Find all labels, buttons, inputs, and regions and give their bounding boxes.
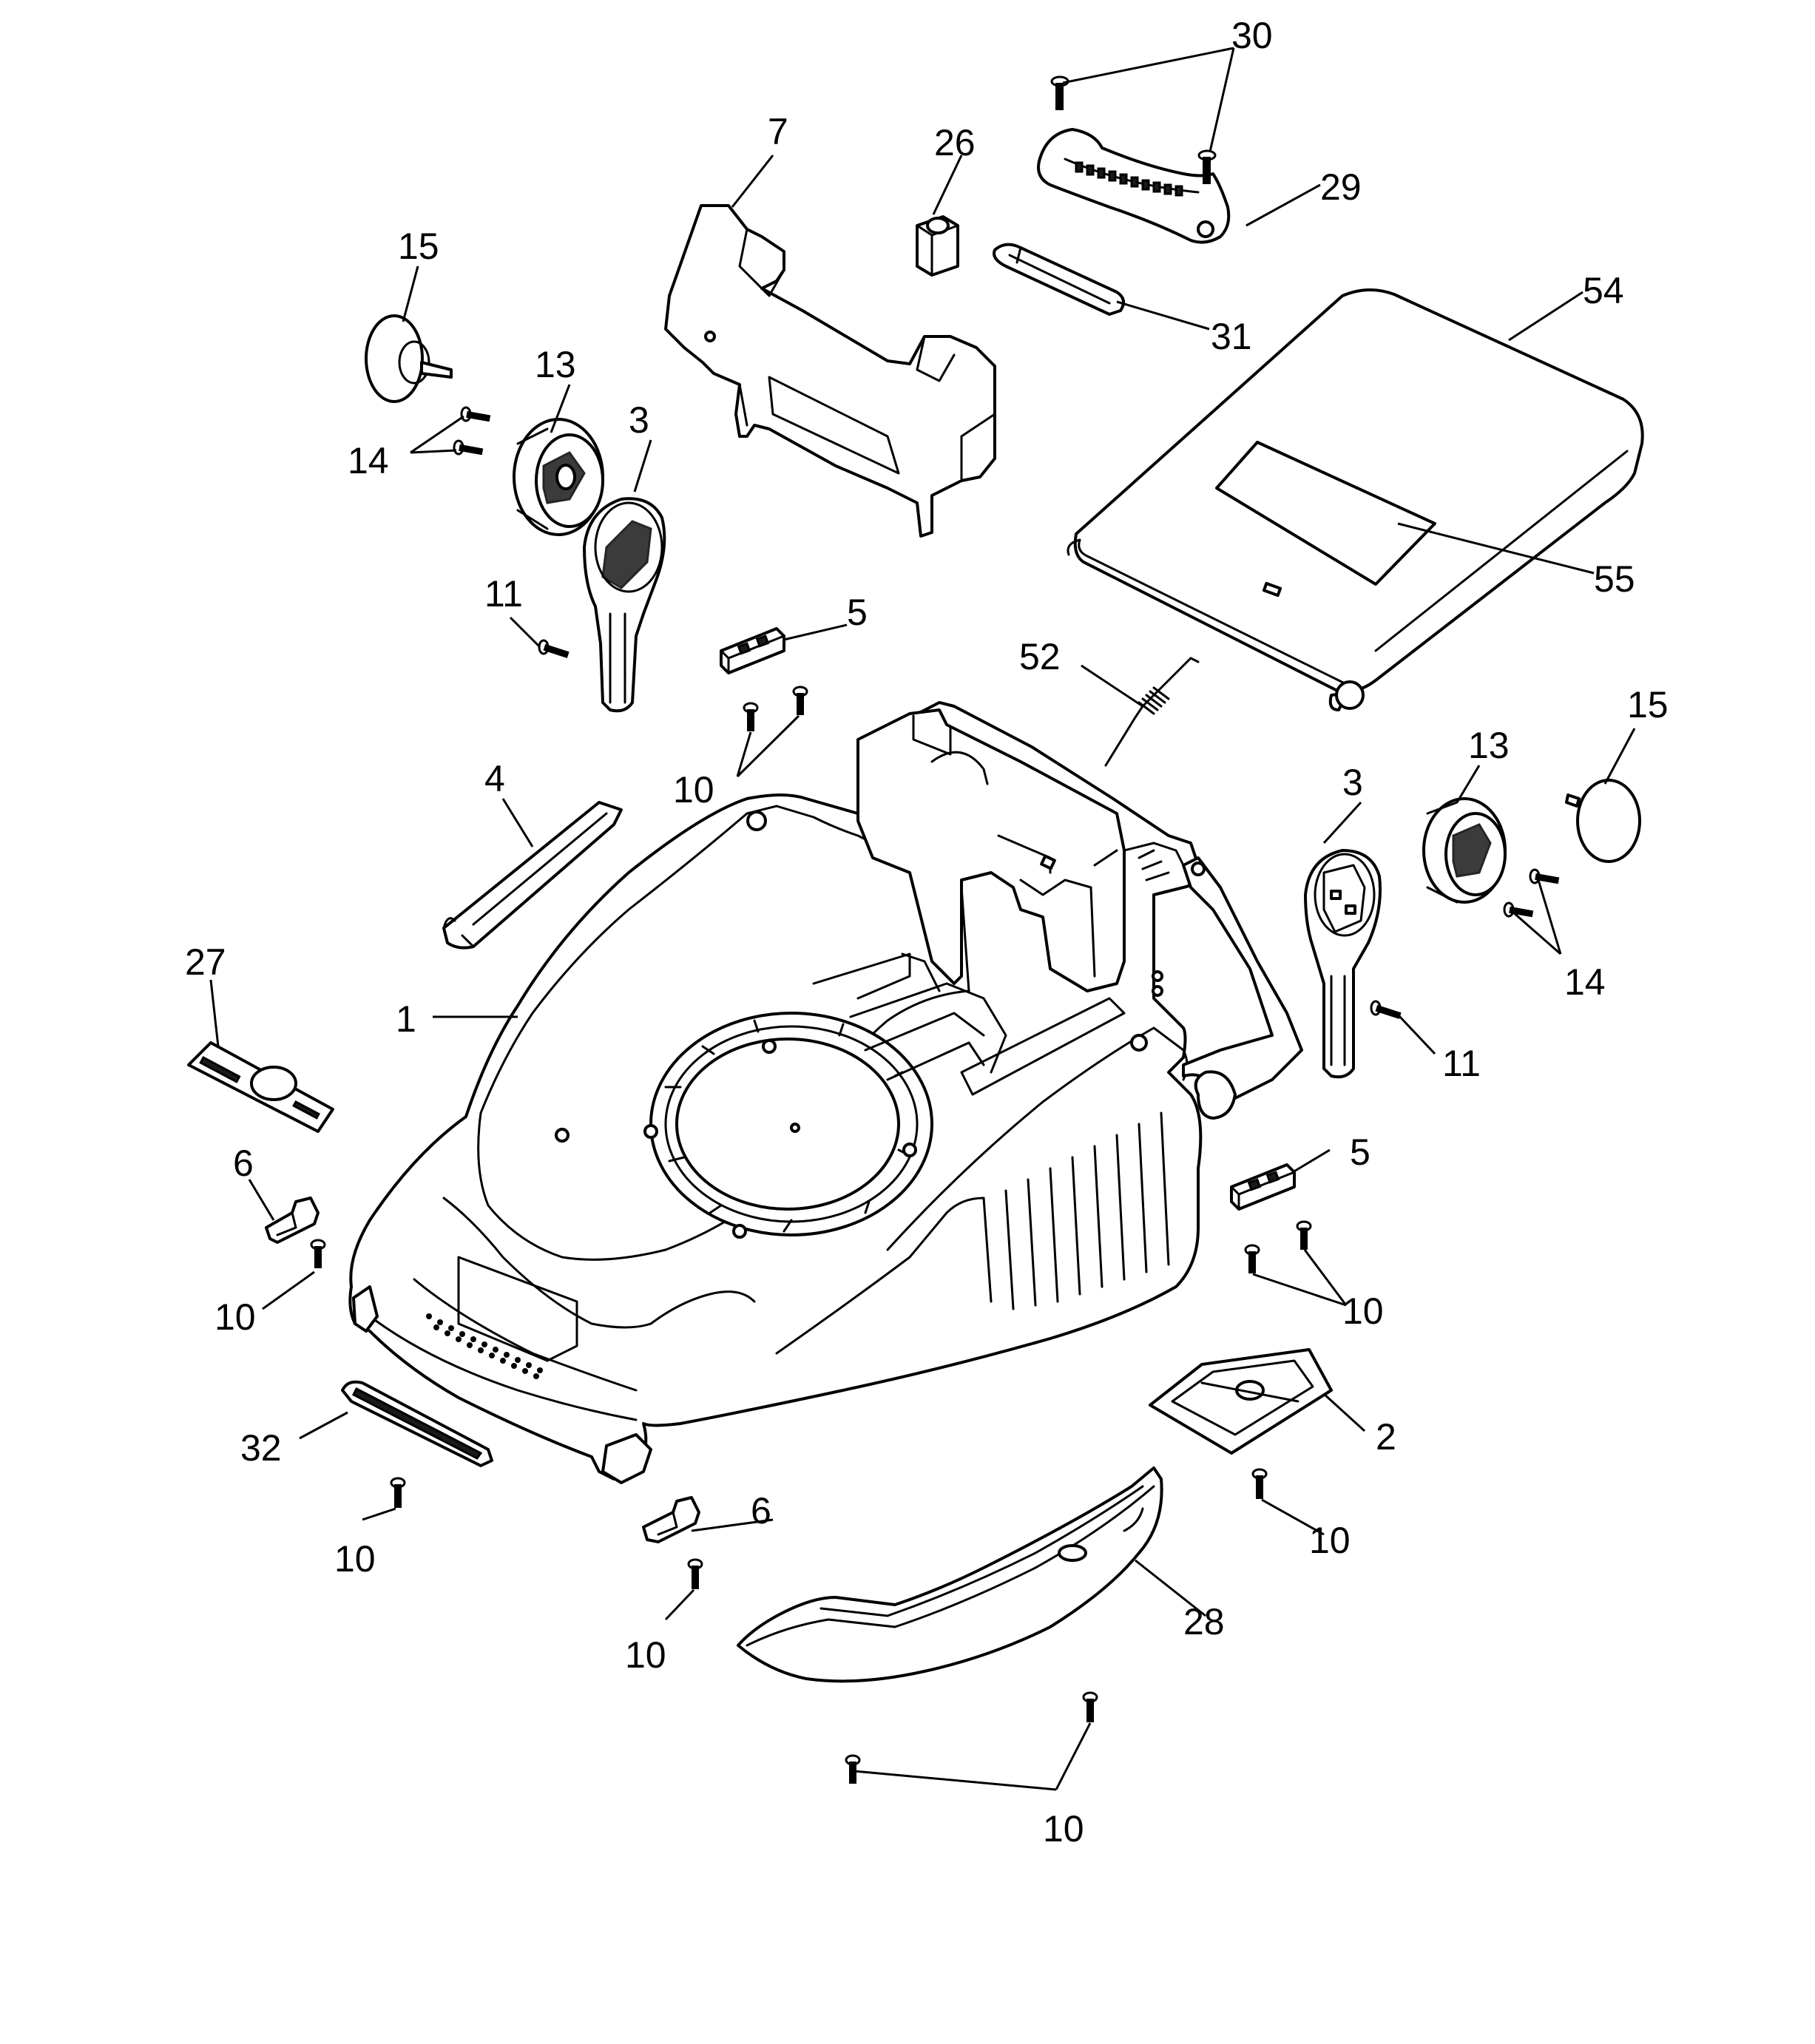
spring <box>1104 657 1200 767</box>
screw-10-grille <box>390 1477 406 1508</box>
screw-10-plate <box>1251 1468 1268 1499</box>
latch-front <box>642 1496 700 1543</box>
bracket-right <box>1230 1163 1296 1211</box>
screw-10-bottom-right <box>1082 1691 1098 1722</box>
wheel-arm-left <box>583 497 666 713</box>
callout-10-b: 10 <box>214 1296 256 1338</box>
screw-11-right <box>1370 1000 1402 1019</box>
callout-6-front: 6 <box>751 1490 771 1532</box>
callout-52: 52 <box>1019 636 1061 677</box>
screw-14-left-a <box>460 406 491 422</box>
callout-3-right: 3 <box>1342 762 1363 803</box>
callout-labels: 30 7 26 29 31 54 55 15 13 14 3 11 5 52 1… <box>185 15 1669 1850</box>
carry-handle <box>1037 128 1231 244</box>
callout-55: 55 <box>1594 558 1635 600</box>
callout-5-right: 5 <box>1350 1131 1370 1173</box>
callout-15-left: 15 <box>398 226 439 267</box>
hubcap-left <box>365 314 453 403</box>
screw-10-upper-right <box>792 686 808 715</box>
hubcap-right <box>1565 779 1641 863</box>
callout-14-right: 14 <box>1564 961 1606 1003</box>
callout-31: 31 <box>1211 316 1252 357</box>
callout-10-c: 10 <box>334 1538 376 1580</box>
wheel-right <box>1422 797 1507 904</box>
screw-10-bottom-left <box>845 1754 861 1784</box>
callout-14-left: 14 <box>348 440 389 481</box>
callout-54: 54 <box>1583 270 1624 311</box>
leader-lines <box>209 47 1636 1791</box>
callout-32: 32 <box>240 1427 282 1469</box>
front-guard <box>737 1466 1163 1683</box>
screw-10-right-b <box>1296 1220 1312 1250</box>
callout-1: 1 <box>396 998 416 1040</box>
knob <box>916 215 959 277</box>
screw-14-right-b <box>1503 901 1534 918</box>
bracket-left <box>720 627 785 674</box>
callout-29: 29 <box>1320 166 1362 208</box>
callout-30: 30 <box>1231 15 1273 56</box>
callout-3-left: 3 <box>629 399 649 441</box>
callout-26: 26 <box>934 122 976 163</box>
screw-14-left-b <box>453 439 484 456</box>
screw-10-latch-left <box>310 1239 326 1268</box>
callout-28: 28 <box>1183 1601 1225 1642</box>
callout-27: 27 <box>185 941 226 983</box>
screw-30-right <box>1197 149 1217 184</box>
callout-13-left: 13 <box>535 344 576 385</box>
wheel-arm-right <box>1304 849 1382 1079</box>
cover-plate <box>1149 1348 1333 1455</box>
callout-10-e: 10 <box>1342 1290 1384 1332</box>
callout-11-left: 11 <box>484 573 523 615</box>
screw-11-left <box>538 639 569 658</box>
callout-6-left: 6 <box>233 1143 254 1184</box>
lid-label <box>1215 441 1436 598</box>
callout-15-right: 15 <box>1627 684 1669 725</box>
callout-13-right: 13 <box>1468 725 1510 766</box>
mower-housing <box>348 701 1303 1484</box>
wheel-left <box>513 418 604 536</box>
screw-14-right-a <box>1529 868 1560 884</box>
screw-10-right-a <box>1244 1244 1260 1273</box>
handle-mount <box>664 204 996 538</box>
handle-grip <box>993 243 1125 316</box>
callout-4: 4 <box>484 758 505 799</box>
badge <box>187 1041 334 1133</box>
callout-5-left: 5 <box>847 592 868 633</box>
callout-10-a: 10 <box>673 769 714 811</box>
screw-10-upper-left <box>743 702 759 731</box>
latch-left <box>265 1197 320 1244</box>
callout-10-f: 10 <box>1309 1520 1351 1561</box>
callout-10-g: 10 <box>1043 1808 1084 1850</box>
callout-10-d: 10 <box>625 1634 666 1676</box>
clip-bar <box>442 801 623 950</box>
front-grille <box>341 1380 493 1467</box>
callout-2: 2 <box>1376 1416 1396 1458</box>
callout-11-right: 11 <box>1442 1043 1481 1084</box>
callout-7: 7 <box>768 111 788 152</box>
screw-10-latch-front <box>687 1558 703 1589</box>
